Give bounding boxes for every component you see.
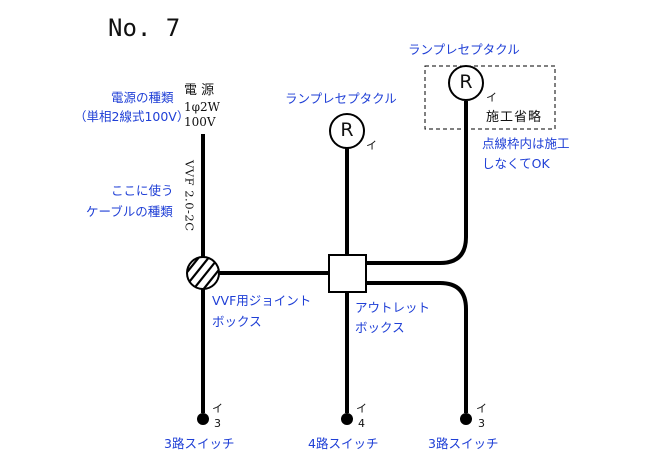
joint-box-label-line1: VVF用ジョイント: [212, 293, 312, 308]
lamp-right-symbol: [448, 65, 484, 101]
cable-note-line2: ケーブルの種類: [86, 204, 173, 219]
outlet-box-label-line2: ボックス: [355, 320, 405, 335]
outlet-box-label-line1: アウトレット: [355, 300, 431, 315]
power-detail-note: （単相2線式100V）: [74, 109, 190, 124]
switch2-dot: [341, 413, 353, 425]
switch3-caption: 3路スイッチ: [428, 436, 499, 451]
omission-frame: [424, 65, 556, 130]
switch1-caption: 3路スイッチ: [164, 436, 235, 451]
omission-note-line2: しなくてOK: [482, 156, 550, 171]
power-label: 電 源: [184, 83, 215, 98]
switch3-tag: イ: [476, 402, 487, 415]
switch2-tag: イ: [356, 402, 367, 415]
switch3-number: 3: [478, 417, 485, 430]
omission-label: 施工省略: [486, 110, 543, 125]
lamp-left-tag: イ: [366, 139, 377, 152]
lamp-left-symbol-letter: R: [340, 119, 354, 141]
switch3-cable: [366, 281, 468, 413]
lamp-right-cable: [366, 101, 468, 265]
joint-box-label-line2: ボックス: [212, 314, 262, 329]
power-spec-phase: 1φ2W: [184, 100, 221, 114]
power-spec-voltage: 100V: [184, 115, 216, 129]
lamp-right-tag: イ: [486, 91, 497, 104]
outlet-box: [328, 254, 367, 293]
lamp-right-caption: ランプレセプタクル: [408, 42, 520, 57]
switch2-number: 4: [358, 417, 365, 430]
switch3-dot: [460, 413, 472, 425]
power-type-note: 電源の種類: [111, 90, 174, 105]
diagram-title: No. 7: [108, 14, 181, 42]
switch1-dot: [197, 413, 209, 425]
switch1-number: 3: [214, 417, 221, 430]
cable-type-label: VVF 2.0-2C: [182, 160, 197, 232]
lamp-right-symbol-letter: R: [459, 71, 473, 93]
lamp-left-caption: ランプレセプタクル: [285, 91, 397, 106]
switch2-caption: 4路スイッチ: [308, 436, 379, 451]
lamp-left-symbol: [329, 113, 365, 149]
omission-note-line1: 点線枠内は施工: [482, 136, 570, 151]
vvf-joint-box: [186, 256, 220, 290]
switch1-tag: イ: [212, 402, 223, 415]
cable-note-line1: ここに使う: [111, 183, 174, 198]
